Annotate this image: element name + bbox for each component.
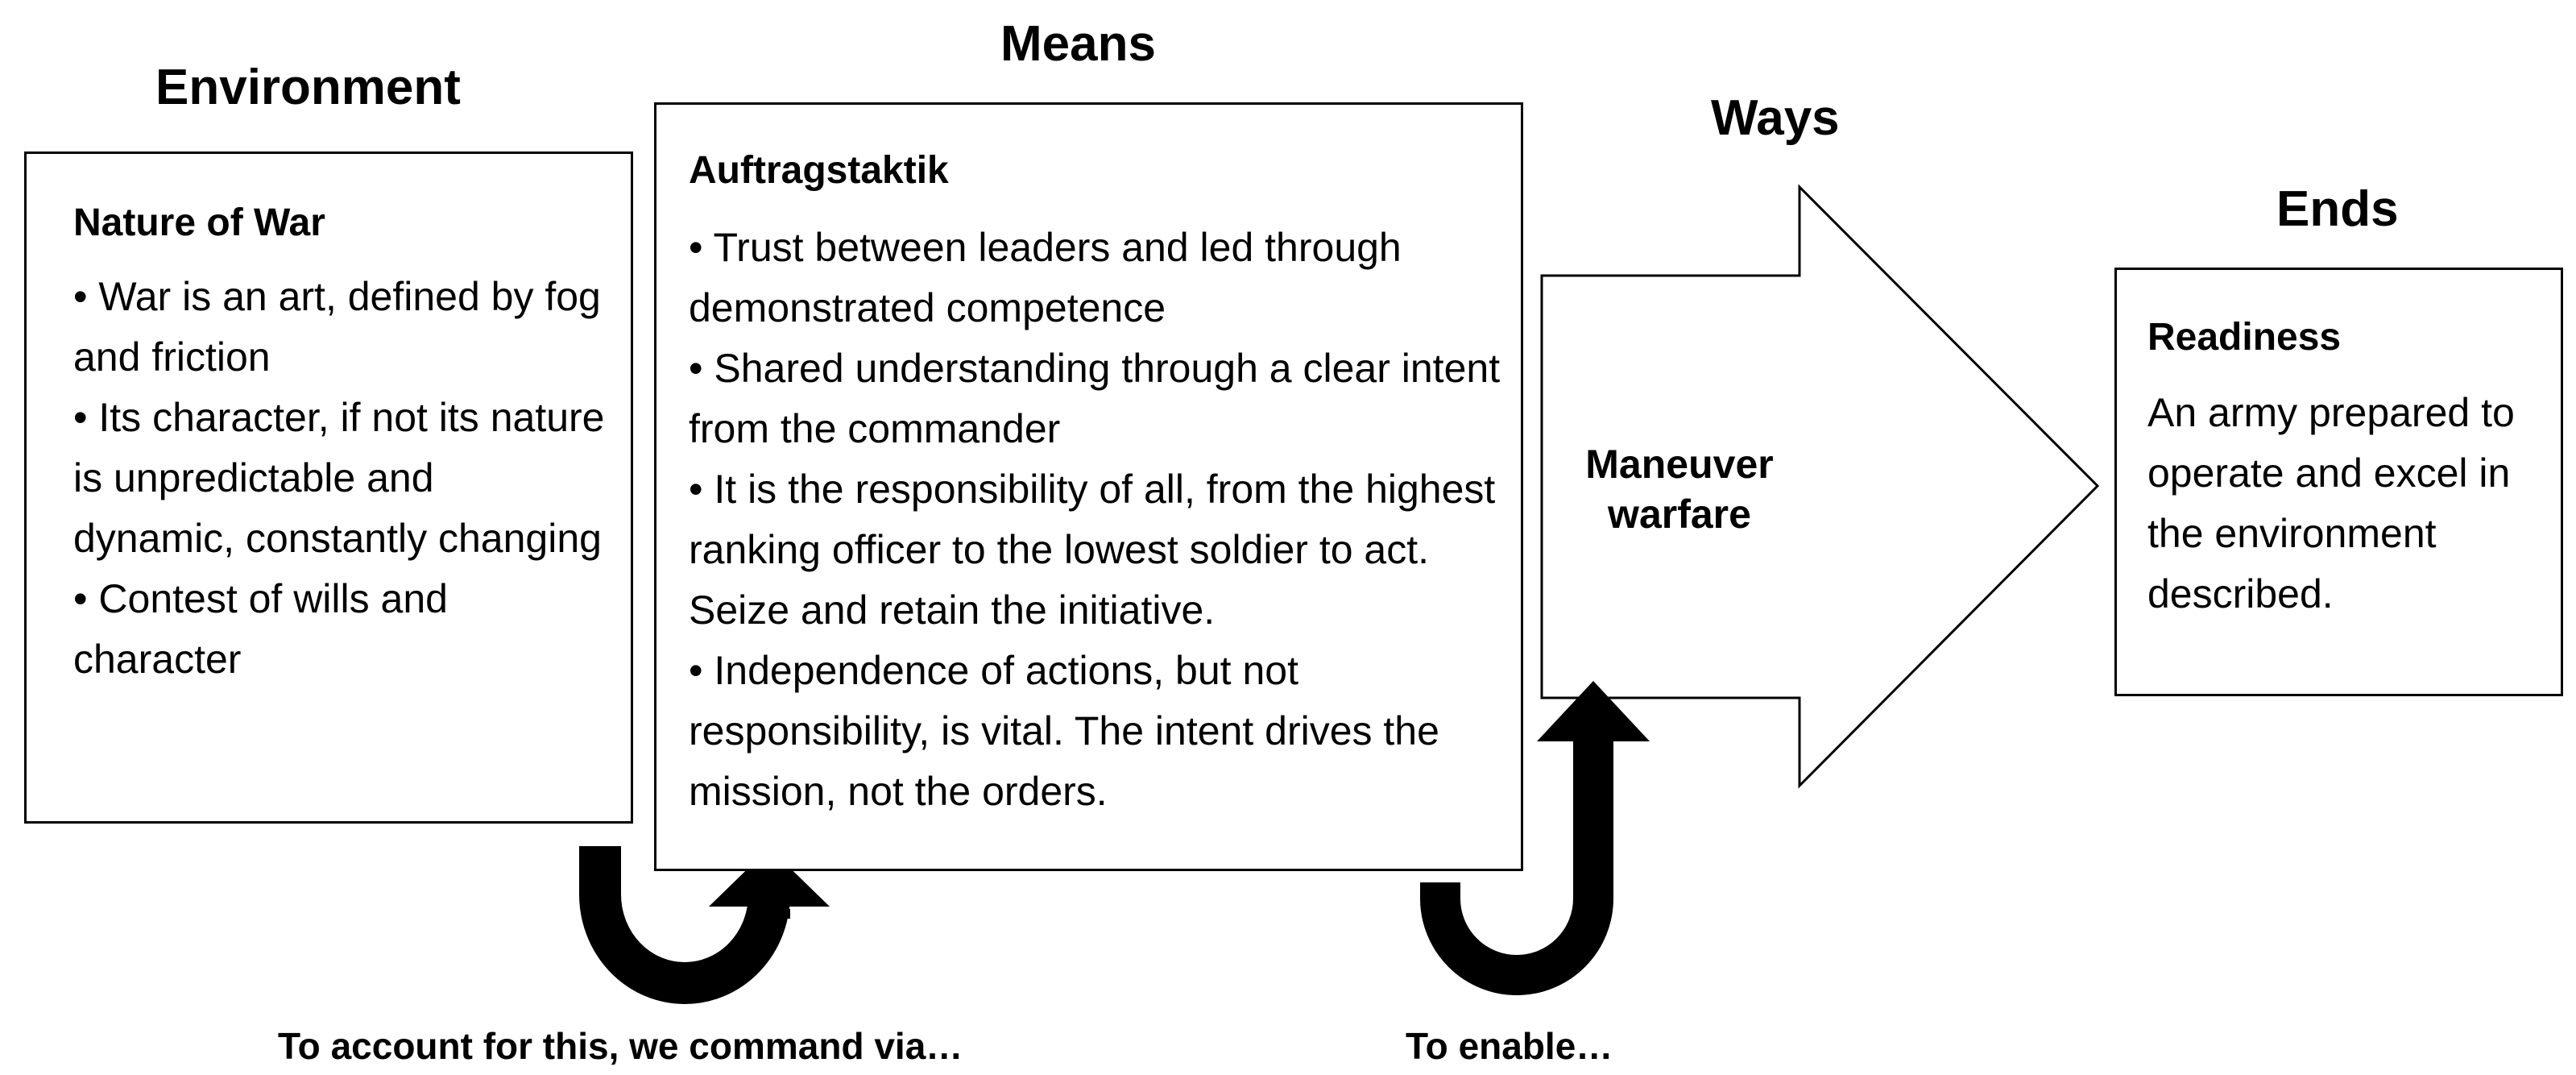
means-bullet: • It is the responsibility of all, from … [689, 467, 1496, 633]
means-bullet: • Independence of actions, but not respo… [689, 648, 1439, 814]
ends-heading: Ends [2276, 181, 2399, 237]
nature-of-war-title: Nature of War [73, 201, 325, 244]
means-box: Auftragstaktik • Trust between leaders a… [654, 102, 1523, 871]
readiness-body: An army prepared to operate and excel in… [2147, 390, 2515, 616]
caption-means-to-ways: To enable… [1406, 1025, 1613, 1067]
environment-bullet: • Contest of wills and character [73, 576, 448, 682]
u-turn-arrowhead-left [709, 848, 830, 907]
readiness-title: Readiness [2147, 316, 2342, 359]
auftragstaktik-title: Auftragstaktik [689, 149, 949, 192]
environment-bullet: • Its character, if not its nature is un… [73, 395, 605, 561]
environment-heading: Environment [155, 60, 461, 115]
maneuver-warfare-label: Maneuver warfare [1585, 442, 1774, 537]
means-bullet: • Shared understanding through a clear i… [689, 346, 1501, 451]
environment-box: Nature of War • War is an art, defined b… [24, 151, 633, 824]
u-turn-arrowhead-right [1537, 681, 1650, 741]
means-bullets: • Trust between leaders and led through … [689, 218, 1502, 822]
environment-bullet: • War is an art, defined by fog and fric… [73, 274, 601, 380]
environment-bullets: • War is an art, defined by fog and fric… [73, 267, 605, 690]
u-turn-arrow-left [579, 846, 790, 1004]
means-heading: Means [1000, 16, 1156, 72]
means-bullet: • Trust between leaders and led through … [689, 225, 1402, 330]
ways-heading: Ways [1711, 90, 1840, 146]
u-turn-arrow-right [1420, 725, 1613, 995]
ends-box: Readiness An army prepared to operate an… [2114, 268, 2563, 696]
caption-environment-to-means: To account for this, we command via… [278, 1025, 963, 1067]
